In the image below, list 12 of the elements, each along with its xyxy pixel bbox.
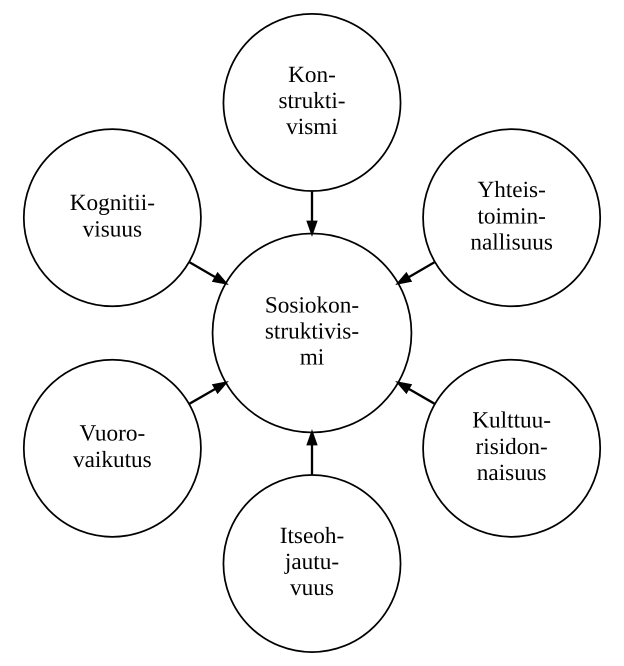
arrow (188, 381, 229, 405)
node-circle: Yhteis- toimin- nallisuus (422, 128, 602, 308)
node-circle: Kulttuu- risidon- naisuus (422, 358, 602, 538)
arrow (188, 261, 229, 285)
arrow (306, 429, 318, 474)
node-circle: Kognitii- visuus (22, 128, 202, 308)
arrow (395, 381, 436, 405)
arrow (306, 192, 318, 237)
arrow (395, 261, 436, 285)
node-circle: Vuoro- vaikutus (22, 358, 202, 538)
node-circle: Itseoh- jautu- vuus (222, 474, 402, 653)
node-circle: Kon- strukti- vismi (222, 13, 402, 192)
